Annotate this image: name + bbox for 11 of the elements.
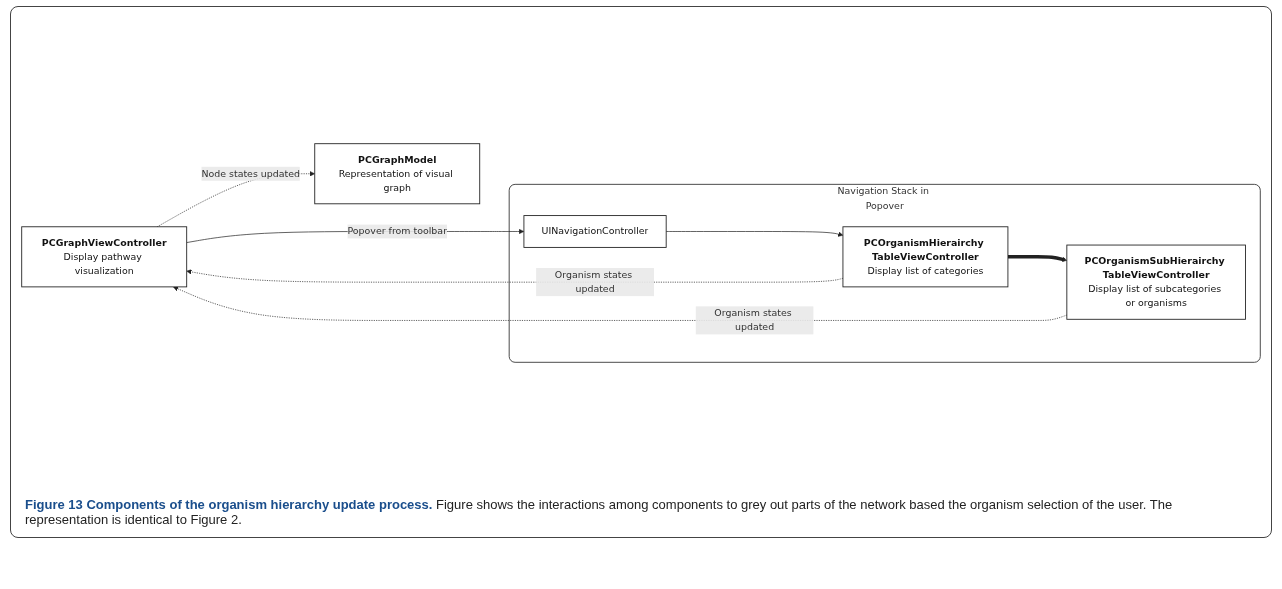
figure-caption: Figure 13 Components of the organism hierarchy update process. Figure shows the interactions among components to grey out parts of the network based the organism selection of the user. The representation is identical to Figure 2. bbox=[25, 497, 1174, 527]
node-box: PCGraphViewController Display pathway visualization bbox=[21, 226, 188, 288]
edge-label: Organism states updated bbox=[554, 269, 633, 295]
node-box: PCGraphModel Representation of visual graph bbox=[314, 143, 481, 205]
node-box: UINavigationController bbox=[523, 215, 667, 248]
arrow bbox=[1007, 255, 1068, 262]
edge-label: Organism states updated bbox=[714, 307, 792, 333]
node-box: PCOrganismHierairchy TableViewController Display list of categories bbox=[842, 226, 1009, 288]
edge-label: Popover from toolbar bbox=[347, 225, 448, 237]
edge-label: Node states updated bbox=[201, 167, 301, 180]
node-box: PCOrganismSubHierairchy TableViewController Display list of subcategories or organisms bbox=[1066, 244, 1246, 320]
